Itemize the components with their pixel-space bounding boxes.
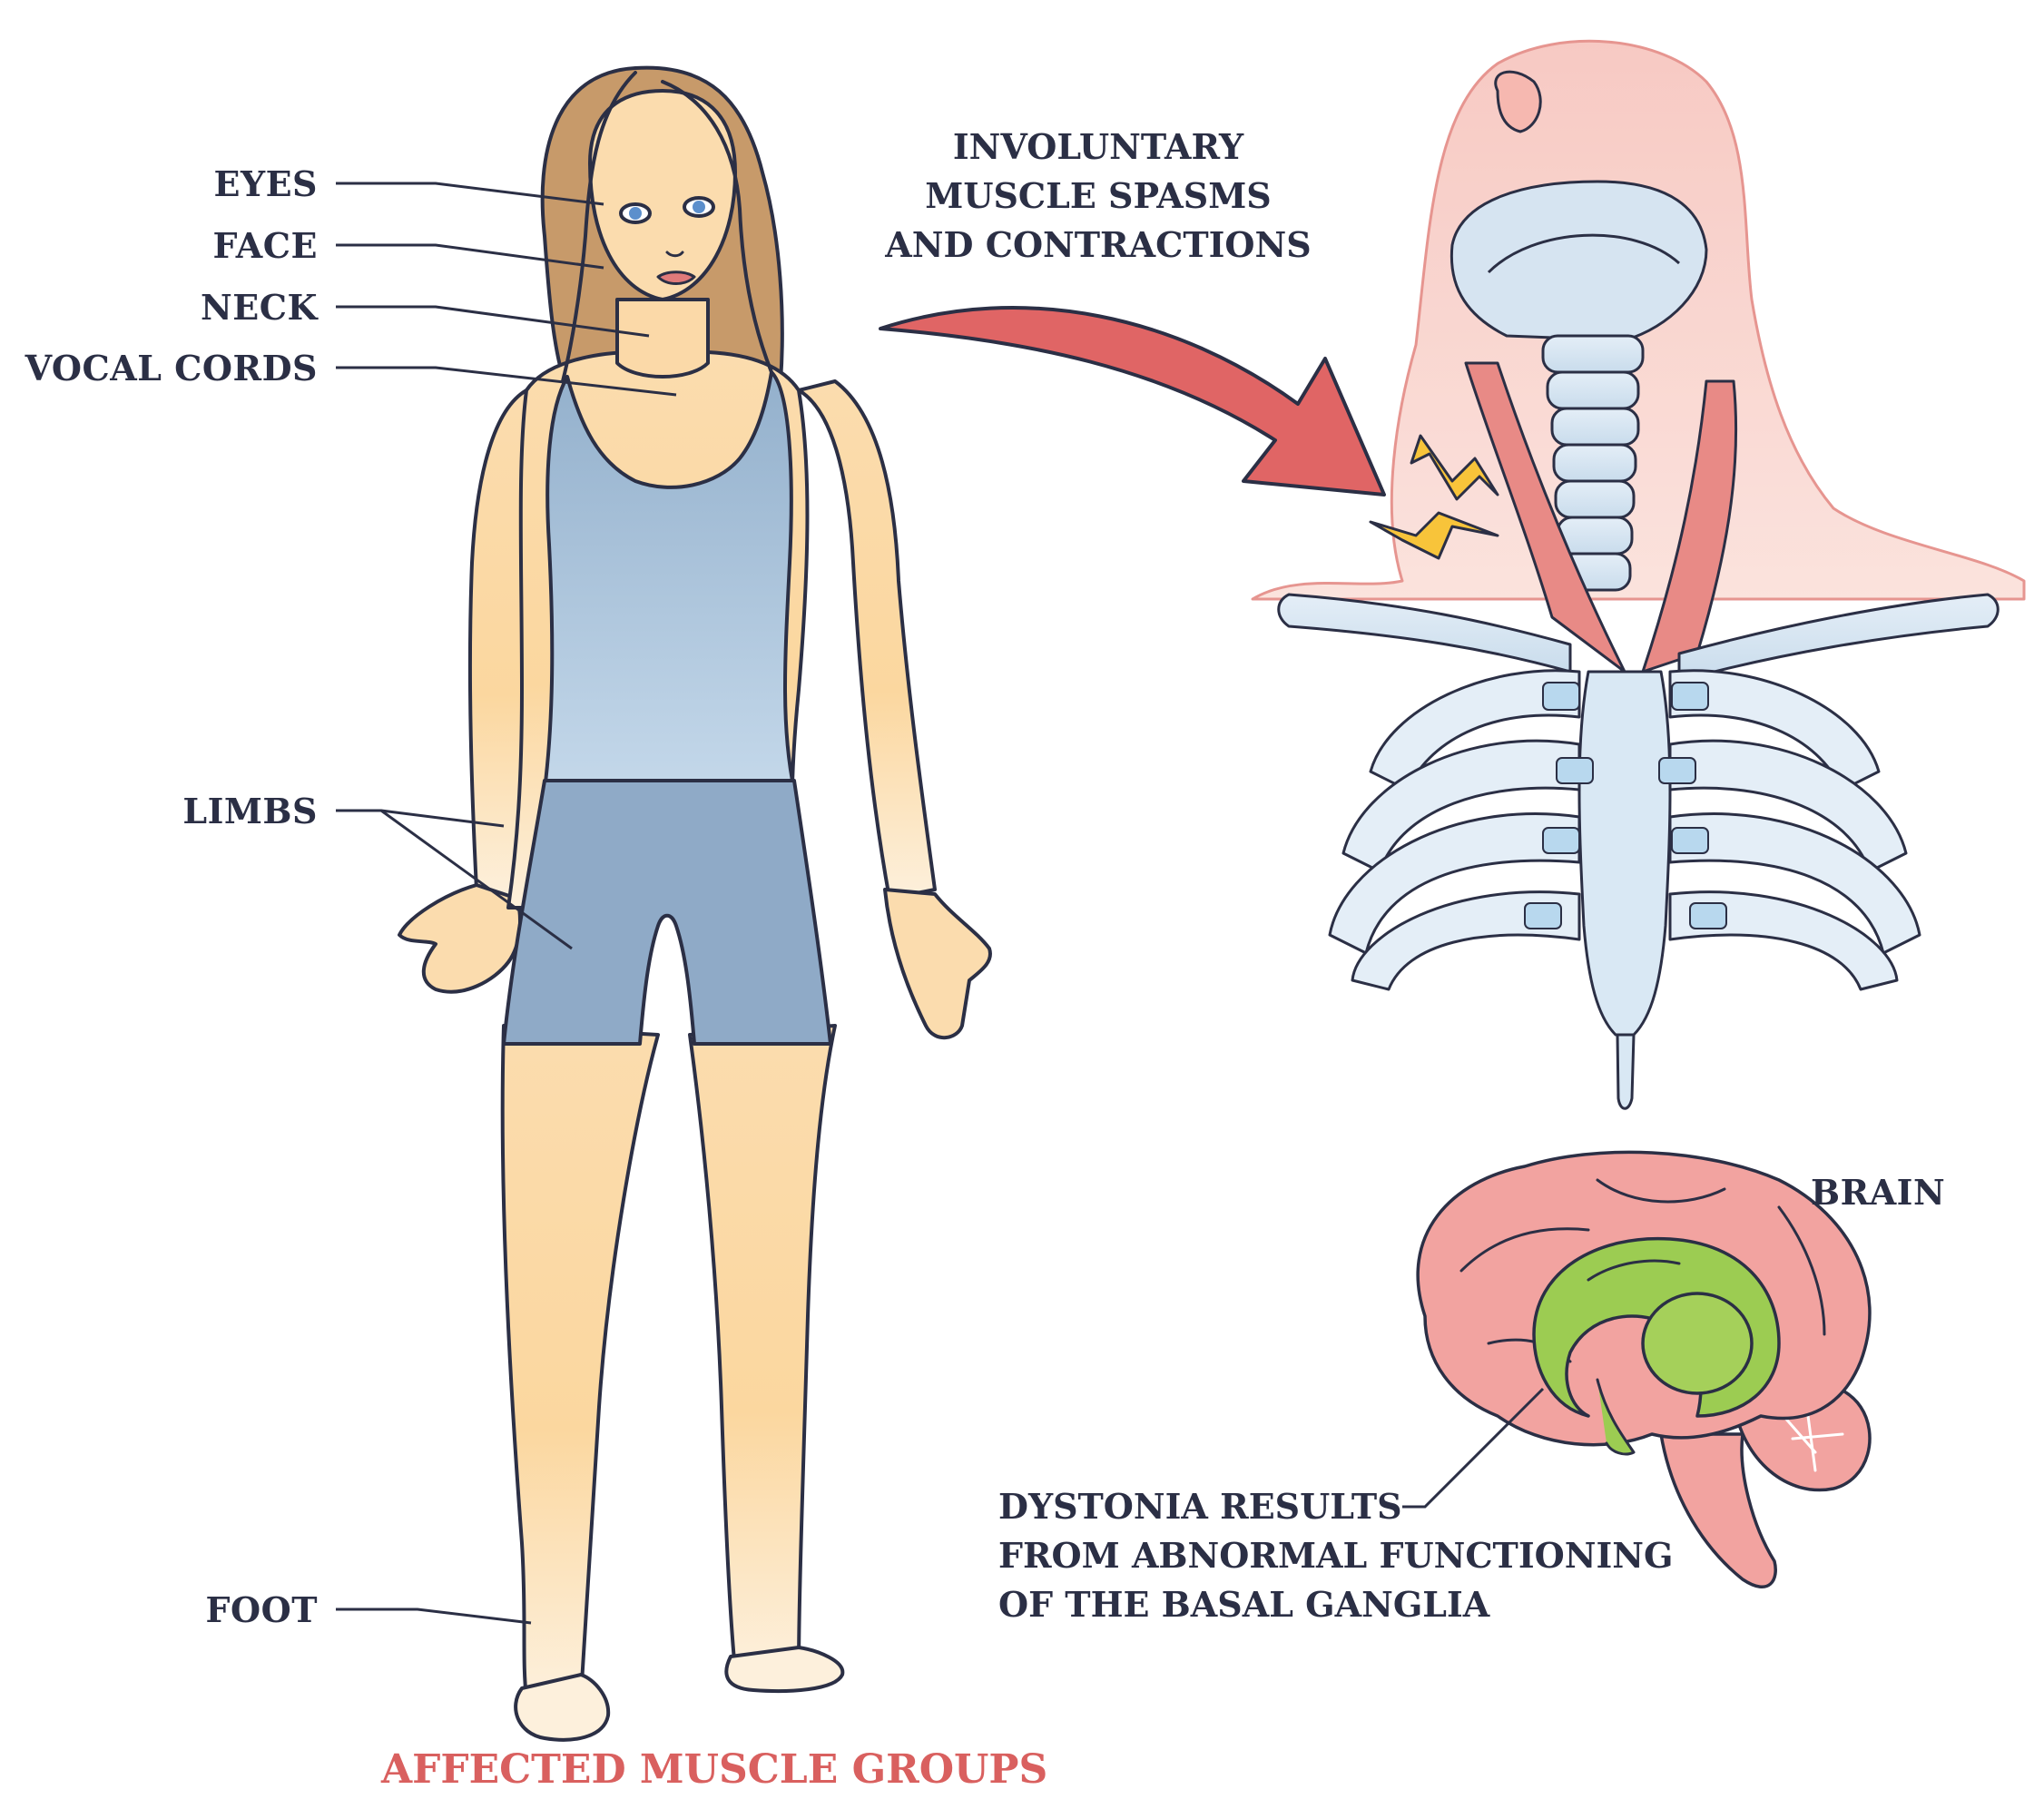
callout-dystonia: DYSTONIA RESULTS FROM ABNORMAL FUNCTIONI… (998, 1482, 1673, 1629)
callout-spasms: INVOLUNTARY MUSCLE SPASMS AND CONTRACTIO… (871, 123, 1325, 270)
left-leader-lines (336, 182, 677, 1625)
shorts (502, 779, 832, 1046)
neck-leader (336, 305, 650, 338)
lightning-bolt-1-icon (1410, 434, 1499, 501)
limbs-leader-b (380, 809, 573, 950)
left-hand (398, 883, 522, 994)
basal-ganglia-core (1641, 1292, 1754, 1395)
footer-title: AFFECTED MUSCLE GROUPS (381, 1746, 1048, 1793)
left-foot (514, 1673, 611, 1742)
brain-illustration (1416, 1150, 1872, 1588)
right-leg (688, 1024, 837, 1672)
label-limbs: LIMBS (182, 791, 318, 831)
label-neck: NECK (201, 287, 318, 328)
foot-leader (336, 1608, 532, 1625)
label-vocal-cords: VOCAL CORDS (25, 348, 318, 388)
right-arm (797, 379, 937, 900)
right-hand (883, 888, 992, 1040)
callout-spasms-line-2: MUSCLE SPASMS (925, 175, 1272, 216)
eyes-leader (336, 182, 604, 206)
callout-dystonia-line-2: FROM ABNORMAL FUNCTIONING (998, 1535, 1674, 1576)
callout-spasms-line-1: INVOLUNTARY (952, 126, 1244, 167)
callout-dystonia-line-3: OF THE BASAL GANGLIA (998, 1584, 1490, 1625)
mandible (1449, 180, 1708, 342)
right-neck-muscle (1641, 379, 1738, 674)
left-leg (500, 1024, 660, 1699)
left-clavicle (1277, 593, 1572, 674)
callout-dystonia-line-1: DYSTONIA RESULTS (998, 1486, 1402, 1527)
neck (615, 298, 710, 379)
label-brain: BRAIN (1811, 1172, 1946, 1213)
label-foot: FOOT (205, 1589, 318, 1630)
neck-ribcage-illustration (1251, 39, 2026, 1110)
dystonia-leader (1402, 1387, 1545, 1509)
cervical-spine (1541, 334, 1645, 592)
nose (1494, 70, 1542, 133)
tank-top (543, 370, 796, 792)
label-face: FACE (212, 225, 318, 266)
right-foot (724, 1646, 845, 1693)
spasm-arrow (879, 306, 1386, 497)
callout-spasms-line-3: AND CONTRACTIONS (885, 224, 1312, 265)
vocal-cords-leader (336, 366, 677, 397)
sternum (1577, 670, 1672, 1037)
face-leader (336, 243, 604, 270)
woman-figure (398, 65, 992, 1742)
lightning-bolt-2-icon (1369, 511, 1499, 560)
xiphoid (1616, 1033, 1636, 1110)
brainstem (1659, 1432, 1777, 1588)
mouth (656, 270, 696, 285)
label-eyes: EYES (213, 163, 318, 204)
right-clavicle (1677, 593, 2000, 683)
